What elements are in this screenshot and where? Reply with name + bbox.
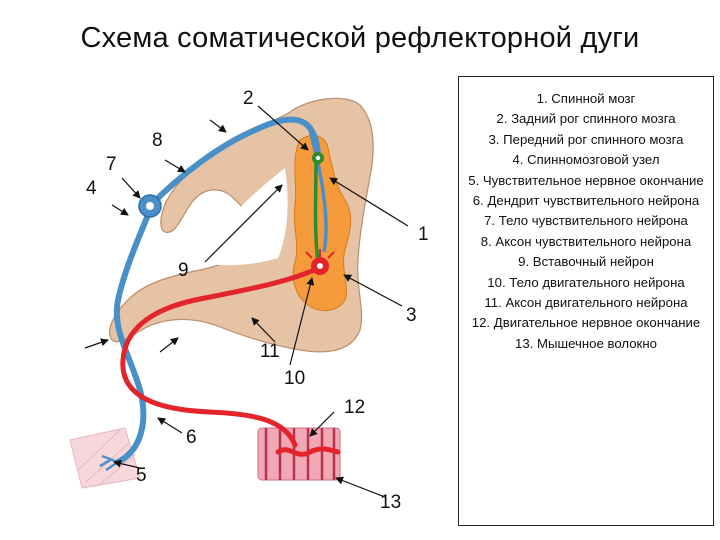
legend-item: 9. Вставочный нейрон xyxy=(518,254,654,270)
legend-item: 2. Задний рог спинного мозга xyxy=(496,111,676,127)
sensory-neuron-branch xyxy=(308,129,328,253)
label-11: 11 xyxy=(260,341,280,362)
legend-item: 3. Передний рог спинного мозга xyxy=(488,131,684,147)
motor-neuron-axon xyxy=(120,265,321,448)
spinal-cord-gray-matter xyxy=(292,135,352,312)
cord-inner-gap xyxy=(196,168,288,266)
legend-item: 8. Аксон чувствительного нейрона xyxy=(480,233,692,249)
reflex-arc-diagram: 2 8 7 4 1 9 3 11 10 12 6 5 13 xyxy=(69,88,429,513)
sensory-neuron-body xyxy=(138,194,162,218)
legend-item: 1. Спинной мозг xyxy=(536,91,636,106)
legend-item: 4. Спинномозговой узел xyxy=(512,152,660,168)
label-3: 3 xyxy=(406,305,417,326)
legend-item: 12. Двигательное нервное окончание xyxy=(471,315,701,331)
label-13: 13 xyxy=(380,492,401,513)
label-4: 4 xyxy=(86,178,97,199)
legend-item: 5. Чувствительное нервное окончание xyxy=(468,172,704,188)
interneuron-body xyxy=(312,152,324,164)
label-7: 7 xyxy=(106,154,117,175)
label-2: 2 xyxy=(243,88,254,109)
label-6: 6 xyxy=(186,427,197,448)
legend-item: 6. Дендрит чувствительного нейрона xyxy=(472,193,700,209)
pointer-arrows xyxy=(84,105,409,498)
legend-item: 11. Аксон двигательного нейрона xyxy=(484,295,688,311)
motor-nerve-ending xyxy=(275,446,341,457)
legend-item: 7. Тело чувствительного нейрона xyxy=(484,213,688,229)
sensory-neuron-axon xyxy=(147,116,321,209)
label-10: 10 xyxy=(284,368,305,389)
label-5: 5 xyxy=(136,465,147,486)
label-8: 8 xyxy=(152,130,163,151)
interneuron xyxy=(313,159,320,263)
motor-neuron-body xyxy=(305,249,335,275)
sensory-neuron-dendrite xyxy=(113,207,153,465)
legend-box: 1. Спинной мозг 2. Задний рог спинного м… xyxy=(458,76,714,526)
diagram-title: Схема соматической рефлекторной дуги xyxy=(80,22,640,54)
label-9: 9 xyxy=(178,260,189,281)
label-12: 12 xyxy=(344,397,365,418)
legend-item: 10. Тело двигательного нейрона xyxy=(487,274,685,290)
legend-item: 13. Мышечное волокно xyxy=(515,335,657,351)
label-1: 1 xyxy=(418,224,429,245)
